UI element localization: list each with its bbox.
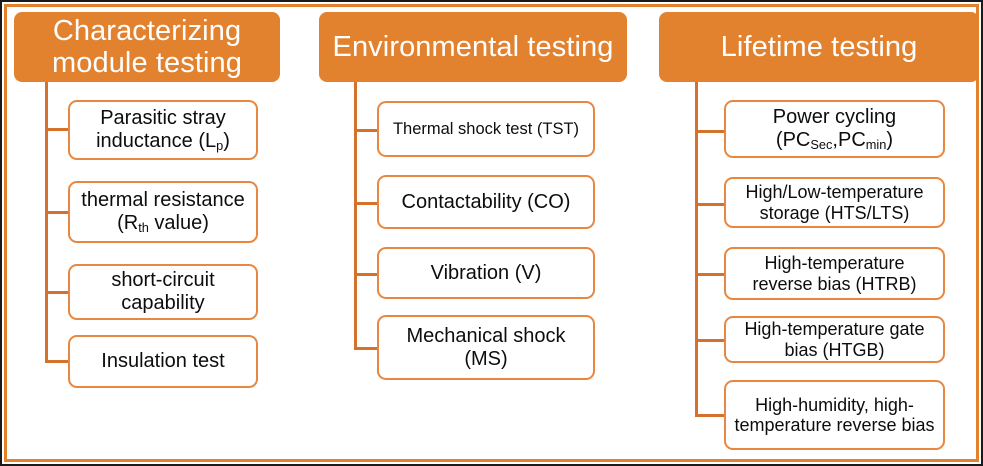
connector-branch-col2-2 (354, 273, 379, 276)
connector-trunk-col1 (45, 82, 48, 360)
connector-trunk-col2 (354, 82, 357, 347)
subscript-sec: Sec (810, 137, 833, 153)
connector-branch-col1-1 (45, 211, 70, 214)
column-header-characterizing[interactable]: Characterizing module testing (14, 12, 280, 82)
column-header-label: Characterizing module testing (51, 14, 242, 79)
node-label: Thermal shock test (TST) (392, 119, 580, 138)
connector-branch-col3-4 (695, 414, 726, 417)
node-label: Mechanical shock (MS) (406, 324, 566, 370)
node-high-temperature-reverse-bias[interactable]: High-temperature reverse bias (HTRB) (724, 247, 945, 300)
node-label: Insulation test (101, 350, 225, 373)
node-contactability[interactable]: Contactability (CO) (377, 175, 595, 229)
connector-branch-col3-1 (695, 203, 726, 206)
node-parasitic-stray-inductance[interactable]: Parasitic stray inductance (Lp) (68, 100, 258, 160)
node-mechanical-shock[interactable]: Mechanical shock (MS) (377, 315, 595, 380)
node-label: Vibration (V) (430, 261, 542, 284)
node-high-temperature-gate-bias[interactable]: High-temperature gate bias (HTGB) (724, 316, 945, 363)
node-label: High/Low-temperature storage (HTS/LTS) (745, 182, 924, 223)
node-label: Parasitic stray inductance (Lp) (96, 107, 230, 154)
node-label: Power cycling (PCSec,PCmin) (772, 106, 897, 153)
connector-branch-col3-0 (695, 130, 726, 133)
node-label: short-circuit capability (111, 269, 215, 314)
connector-branch-col1-0 (45, 128, 70, 131)
node-high-low-temperature-storage[interactable]: High/Low-temperature storage (HTS/LTS) (724, 177, 945, 228)
connector-branch-col3-3 (695, 339, 726, 342)
connector-branch-col2-0 (354, 129, 379, 132)
column-header-lifetime[interactable]: Lifetime testing (659, 12, 979, 82)
column-header-label: Environmental testing (332, 30, 614, 63)
node-vibration[interactable]: Vibration (V) (377, 247, 595, 299)
subscript-th: th (138, 220, 149, 236)
node-power-cycling[interactable]: Power cycling (PCSec,PCmin) (724, 100, 945, 158)
column-header-environmental[interactable]: Environmental testing (319, 12, 627, 82)
node-label: Contactability (CO) (401, 190, 571, 213)
column-header-label: Lifetime testing (720, 30, 918, 63)
node-insulation-test[interactable]: Insulation test (68, 335, 258, 388)
node-thermal-resistance[interactable]: thermal resistance (Rth value) (68, 181, 258, 243)
node-high-humidity-high-temperature-reverse-bias[interactable]: High-humidity, high- temperature reverse… (724, 380, 945, 450)
connector-branch-col3-2 (695, 273, 726, 276)
subscript-min: min (865, 137, 887, 153)
node-label: thermal resistance (Rth value) (81, 189, 245, 236)
subscript-p: p (216, 138, 224, 154)
connector-branch-col2-1 (354, 202, 379, 205)
node-thermal-shock-test[interactable]: Thermal shock test (TST) (377, 101, 595, 157)
node-short-circuit-capability[interactable]: short-circuit capability (68, 264, 258, 320)
connector-branch-col1-2 (45, 291, 70, 294)
connector-trunk-col3 (695, 82, 698, 417)
node-label: High-temperature reverse bias (HTRB) (752, 253, 917, 294)
connector-branch-col1-3 (45, 360, 70, 363)
node-label: High-humidity, high- temperature reverse… (734, 394, 935, 435)
connector-branch-col2-3 (354, 347, 379, 350)
node-label: High-temperature gate bias (HTGB) (744, 319, 925, 360)
